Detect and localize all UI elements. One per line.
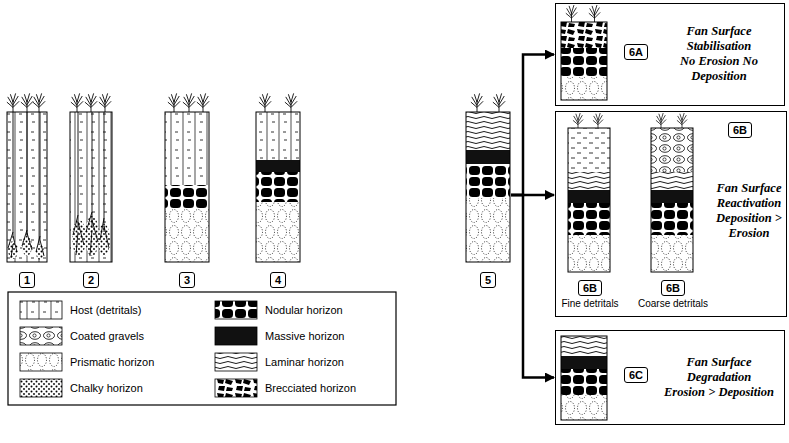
legend-label: Coated gravels xyxy=(70,329,144,343)
flow-arrow xyxy=(511,55,554,195)
panel-subheading: Erosion > Deposition xyxy=(664,385,774,400)
outcome-panel: Fan Surface StabilisationNo Erosion No D… xyxy=(555,3,785,106)
panel-subheading: Deposition > Erosion xyxy=(713,211,785,241)
stage-tag: 6B xyxy=(728,122,752,138)
panel-heading: Fan Surface Degradation xyxy=(656,355,782,385)
stage-number: 6B xyxy=(661,280,685,296)
legend-label: Laminar horizon xyxy=(265,355,344,369)
panel-text-block: Fan Surface DegradationErosion > Deposit… xyxy=(656,331,782,423)
stage-number: 6C xyxy=(624,367,648,383)
outcome-panel: Fan Surface ReactivationDeposition > Ero… xyxy=(555,111,787,317)
stage-column: 3 xyxy=(165,90,209,288)
stage-tag: 6C xyxy=(624,367,648,383)
legend-label: Chalky horizon xyxy=(70,381,143,395)
stage-number: 4 xyxy=(270,272,286,288)
stage-number: 1 xyxy=(19,272,35,288)
stage-caption: Fine detritals xyxy=(561,298,618,310)
stage-number: 5 xyxy=(480,272,496,288)
stage-column: 4 xyxy=(256,90,300,288)
stage-number: 6B xyxy=(578,280,602,296)
outcome-panel: Fan Surface DegradationErosion > Deposit… xyxy=(555,330,785,425)
stage-caption: Coarse detritals xyxy=(638,298,708,310)
stage-tag: 6B Fine detritals xyxy=(557,280,623,310)
panel-text-block: Fan Surface ReactivationDeposition > Ero… xyxy=(713,146,785,276)
legend-label: Brecciated horizon xyxy=(265,381,356,395)
panel-text-block: Fan Surface StabilisationNo Erosion No D… xyxy=(656,4,782,104)
panel-heading: Fan Surface Reactivation xyxy=(713,181,785,211)
panel-subheading: No Erosion No Deposition xyxy=(656,54,782,84)
flow-arrow xyxy=(511,195,554,378)
stage-tag: 6B Coarse detritals xyxy=(633,280,713,310)
stage-number: 2 xyxy=(83,272,99,288)
stage-number: 6A xyxy=(624,44,648,60)
stage-number: 6B xyxy=(728,122,752,138)
stage-column: 1 xyxy=(7,90,47,288)
stage-column: 2 xyxy=(70,90,112,288)
stage-number: 3 xyxy=(179,272,195,288)
legend-label: Nodular horizon xyxy=(265,303,343,317)
panel-heading: Fan Surface Stabilisation xyxy=(656,24,782,54)
stage-column: 5 xyxy=(466,90,510,288)
legend-label: Prismatic horizon xyxy=(70,355,154,369)
legend-label: Massive horizon xyxy=(265,329,344,343)
legend-label: Host (detritals) xyxy=(70,303,142,317)
stage-tag: 6A xyxy=(624,44,648,60)
